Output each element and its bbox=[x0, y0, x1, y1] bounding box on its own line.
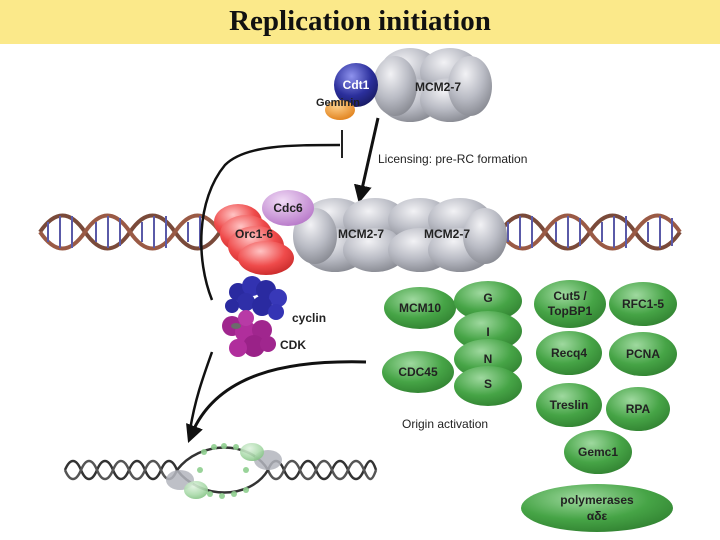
cdc6-label: Cdc6 bbox=[273, 201, 303, 215]
mcm-double-hexamer: MCM2-7 MCM2-7 bbox=[293, 198, 507, 272]
treslin-protein: Treslin bbox=[536, 383, 602, 427]
mcm10-protein: MCM10 bbox=[384, 287, 456, 329]
cyclin-label: cyclin bbox=[292, 311, 326, 325]
pcna-label: PCNA bbox=[626, 347, 660, 361]
page-title: Replication initiation bbox=[229, 5, 491, 37]
pcna-protein: PCNA bbox=[609, 332, 677, 376]
recq4-label: Recq4 bbox=[551, 346, 587, 360]
cut5-topbp1-protein: Cut5 / TopBP1 bbox=[534, 280, 606, 328]
polymerases-protein: polymerases αδε bbox=[521, 484, 673, 532]
orc-label: Orc1-6 bbox=[235, 227, 273, 241]
recq4-protein: Recq4 bbox=[536, 331, 602, 375]
mcm-top-complex: MCM2-7 bbox=[373, 48, 492, 122]
rfc-label: RFC1-5 bbox=[622, 297, 664, 311]
licensing-label: Licensing: pre-RC formation bbox=[378, 152, 527, 166]
gins-g-label: G bbox=[483, 291, 492, 305]
gins-n-label: N bbox=[484, 352, 493, 366]
cdt1-label: Cdt1 bbox=[343, 78, 370, 92]
cyclin-protein bbox=[225, 276, 287, 320]
rfc-protein: RFC1-5 bbox=[609, 282, 677, 326]
cyclin-cdk-complex: cyclin CDK bbox=[222, 276, 326, 357]
gins-i-label: I bbox=[486, 325, 489, 339]
rpa-label: RPA bbox=[626, 402, 651, 416]
cut5-label-line2: TopBP1 bbox=[548, 304, 593, 318]
polymerases-label-line1: polymerases bbox=[560, 493, 634, 507]
geminin-label: Geminin bbox=[316, 97, 360, 109]
feedback-arrow bbox=[200, 143, 341, 301]
cdk-protein bbox=[222, 310, 276, 357]
gemc1-label: Gemc1 bbox=[578, 445, 618, 459]
mcm-top-label: MCM2-7 bbox=[415, 80, 461, 94]
title-bar: Replication initiation bbox=[0, 0, 720, 44]
polymerases-label-line2: αδε bbox=[587, 509, 608, 523]
dna-replication-bubble bbox=[63, 443, 378, 499]
cdc6-protein: Cdc6 bbox=[262, 190, 314, 226]
dna-helix-top bbox=[38, 213, 682, 251]
cdc45-label: CDC45 bbox=[398, 365, 438, 379]
orc-complex: Orc1-6 bbox=[214, 204, 294, 275]
cdk-arrow bbox=[188, 351, 214, 431]
cut5-label-line1: Cut5 / bbox=[553, 289, 587, 303]
rpa-protein: RPA bbox=[606, 387, 670, 431]
activation-arrow bbox=[186, 360, 367, 444]
mcm10-label: MCM10 bbox=[399, 301, 441, 315]
treslin-label: Treslin bbox=[550, 398, 589, 412]
mcm-left-label: MCM2-7 bbox=[338, 227, 384, 241]
mcm-right-label: MCM2-7 bbox=[424, 227, 470, 241]
cdc45-protein: CDC45 bbox=[382, 351, 454, 393]
geminin-protein: Geminin bbox=[316, 97, 360, 120]
cdt1-protein: Cdt1 bbox=[334, 63, 378, 107]
gins-s-label: S bbox=[484, 377, 492, 391]
gemc1-protein: Gemc1 bbox=[564, 430, 632, 474]
cdk-label: CDK bbox=[280, 338, 306, 352]
gins-complex: G I N S bbox=[454, 281, 522, 406]
licensing-arrow bbox=[353, 117, 380, 204]
origin-activation-label: Origin activation bbox=[402, 417, 488, 431]
